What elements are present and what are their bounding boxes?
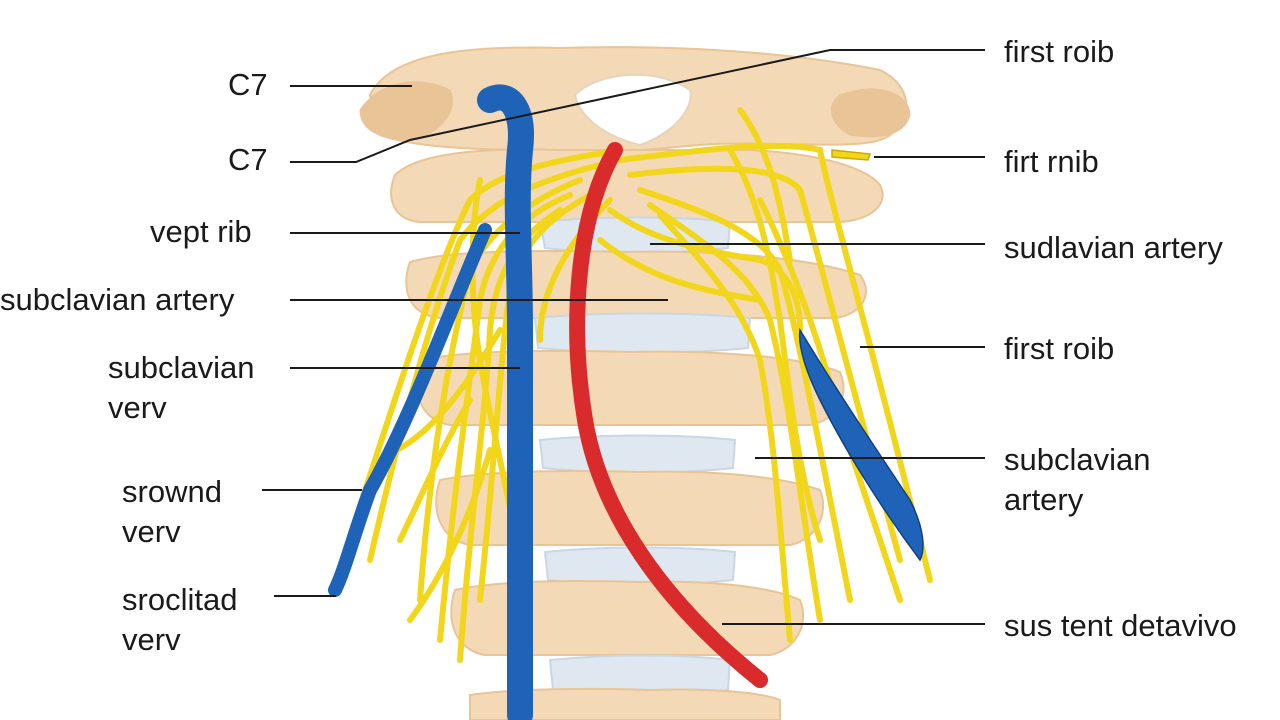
first-rib-marker (831, 149, 872, 161)
label-line: srownd (122, 474, 222, 509)
nerve-strand (332, 147, 623, 588)
label-subclavian-verv: subclavian verv (108, 348, 254, 428)
intervertebral-disc (533, 312, 752, 354)
subclavian-artery (569, 142, 768, 688)
brachial-plexus-left (332, 147, 623, 663)
nerve-strand (397, 397, 473, 543)
c7-vertebra-right-process (830, 88, 911, 138)
label-sus-tent-detavivo: sus tent detavivo (1004, 608, 1237, 643)
label-line: subclavian (108, 350, 255, 385)
nerve-strand (737, 107, 793, 263)
label-srownd-verv: srownd verv (122, 472, 222, 552)
label-line: sroclitad (122, 582, 238, 617)
label-subclavian-artery-right-2: subclavian artery (1004, 440, 1150, 520)
label-c7-second: C7 (228, 142, 268, 177)
leader-lines (262, 49, 985, 625)
label-subclavian-artery-left: subclavian artery (0, 282, 235, 317)
nerve-strand (727, 147, 823, 543)
label-line: subclavian (1004, 442, 1151, 477)
label-line: artery (1004, 482, 1084, 517)
label-line: verv (108, 390, 167, 425)
label-first-rnib: firt rnib (1004, 144, 1099, 179)
label-first-roib-mid: first roib (1004, 331, 1115, 366)
nerve-strand (597, 237, 763, 303)
label-vept-rib: vept rib (150, 214, 252, 249)
nerve-strand (657, 212, 793, 643)
nerve-strand (627, 165, 903, 563)
nerve-strand (647, 202, 823, 623)
nerve-strand (637, 187, 853, 603)
label-first-roib-top: first roib (1004, 34, 1115, 69)
vein-branch (328, 223, 492, 597)
nerve-strand (537, 197, 613, 343)
label-c7-top: C7 (228, 67, 268, 102)
nerve-strand (607, 207, 803, 333)
c7-vertebra-left-process (359, 81, 454, 141)
vertebra-body (450, 579, 805, 656)
intervertebral-disc (538, 434, 737, 474)
label-sroclitad-verv: sroclitad verv (122, 580, 237, 660)
label-line: verv (122, 622, 181, 657)
nerve-strand (617, 142, 933, 583)
nerve-strand (367, 162, 603, 563)
label-line: verv (122, 514, 181, 549)
spinal-canal-notch (573, 73, 692, 147)
leader-line (290, 49, 985, 163)
subclavian-vein-right (798, 327, 924, 562)
label-subclavian-artery-right: sudlavian artery (1004, 230, 1223, 265)
nerve-strand (407, 447, 493, 623)
nerve-strand (382, 327, 503, 458)
